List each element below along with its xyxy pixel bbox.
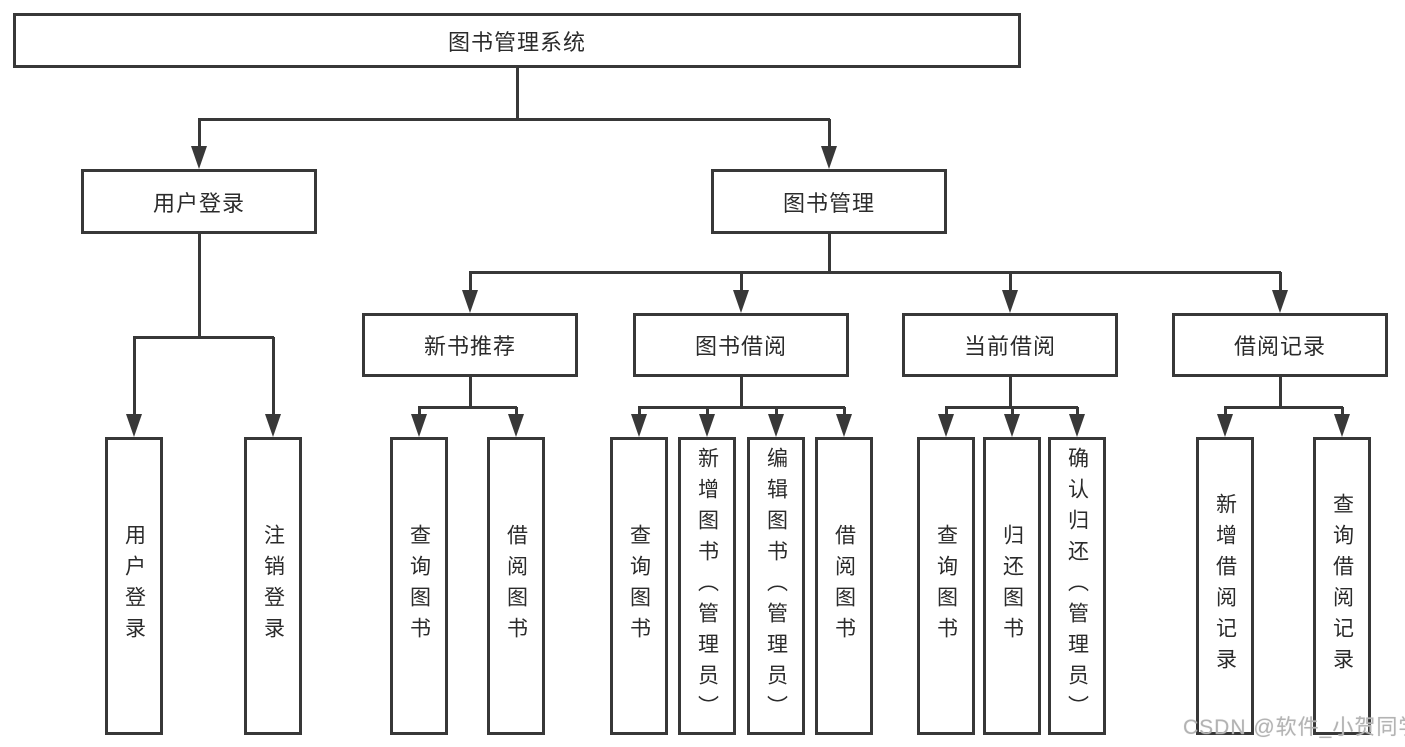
node-book-management: 图书管理 [711, 169, 947, 234]
node-library-management-system: 图书管理系统 [13, 13, 1021, 68]
node-label: 借阅记录 [1233, 334, 1326, 359]
node-label: 归还图书 [1000, 524, 1024, 648]
connector-line [133, 337, 136, 415]
connector-line [1341, 407, 1344, 415]
arrow-down-icon [126, 414, 142, 437]
node-leaf-borrow-books-1: 借阅图书 [487, 437, 545, 735]
node-leaf-query-books-1: 查询图书 [390, 437, 448, 735]
connector-line [1076, 407, 1079, 415]
node-label: 用户登录 [122, 524, 146, 648]
connector-line [418, 406, 517, 409]
arrow-down-icon [1334, 414, 1350, 437]
arrow-down-icon [508, 414, 524, 437]
connector-line [828, 234, 831, 274]
connector-line [775, 407, 778, 415]
connector-line [638, 407, 641, 415]
node-leaf-borrow-books-2: 借阅图书 [815, 437, 873, 735]
connector-line [133, 336, 274, 339]
connector-line [1279, 272, 1282, 291]
node-user-login: 用户登录 [81, 169, 317, 234]
node-leaf-query-borrow-record: 查询借阅记录 [1313, 437, 1371, 735]
connector-line [706, 407, 709, 415]
connector-line [1279, 377, 1282, 409]
node-label: 用户登录 [152, 190, 245, 216]
connector-line [516, 68, 519, 119]
arrow-down-icon [768, 414, 784, 437]
arrow-down-icon [191, 146, 207, 169]
node-label: 查询图书 [934, 524, 958, 648]
connector-line [1009, 272, 1012, 291]
node-label: 注销登录 [261, 524, 285, 648]
node-leaf-query-books-3: 查询图书 [917, 437, 975, 735]
node-book-borrowing: 图书借阅 [633, 313, 849, 377]
node-leaf-add-book-admin: 新增图书（管理员） [678, 437, 736, 735]
csdn-watermark: CSDN @软件_小贺同学 [1183, 716, 1405, 739]
arrow-down-icon [1002, 290, 1018, 313]
arrow-down-icon [733, 290, 749, 313]
connector-line [469, 272, 472, 291]
node-leaf-logout: 注销登录 [244, 437, 302, 735]
connector-line [198, 234, 201, 339]
arrow-down-icon [631, 414, 647, 437]
arrow-down-icon [462, 290, 478, 313]
node-label: 查询图书 [407, 524, 431, 648]
node-label: 编辑图书（管理员） [764, 446, 788, 726]
connector-line [198, 119, 201, 147]
connector-line [1009, 377, 1012, 409]
arrow-down-icon [836, 414, 852, 437]
node-new-book-recommend: 新书推荐 [362, 313, 578, 377]
connector-line [515, 407, 518, 415]
arrow-down-icon [699, 414, 715, 437]
arrow-down-icon [821, 146, 837, 169]
node-label: 图书管理系统 [447, 29, 586, 55]
connector-line [740, 272, 743, 291]
node-label: 新增图书（管理员） [695, 446, 719, 726]
node-label: 新增借阅记录 [1213, 493, 1237, 679]
node-leaf-user-login: 用户登录 [105, 437, 163, 735]
connector-line [272, 337, 275, 415]
arrow-down-icon [1272, 290, 1288, 313]
node-label: 查询借阅记录 [1330, 493, 1354, 679]
node-leaf-add-borrow-record: 新增借阅记录 [1196, 437, 1254, 735]
node-leaf-edit-book-admin: 编辑图书（管理员） [747, 437, 805, 735]
arrow-down-icon [411, 414, 427, 437]
connector-line [828, 119, 831, 147]
node-label: 图书管理 [782, 190, 875, 216]
node-current-borrowing: 当前借阅 [902, 313, 1118, 377]
node-leaf-query-books-2: 查询图书 [610, 437, 668, 735]
node-borrowing-records: 借阅记录 [1172, 313, 1388, 377]
connector-line [740, 377, 743, 409]
connector-line [469, 377, 472, 409]
arrow-down-icon [1004, 414, 1020, 437]
node-leaf-return-book: 归还图书 [983, 437, 1041, 735]
node-label: 借阅图书 [504, 524, 528, 648]
node-label: 新书推荐 [423, 334, 516, 359]
connector-line [945, 406, 1078, 409]
connector-line [638, 406, 845, 409]
node-label: 确认归还（管理员） [1065, 446, 1089, 726]
node-leaf-confirm-return-admin: 确认归还（管理员） [1048, 437, 1106, 735]
connector-line [1224, 407, 1227, 415]
node-label: 图书借阅 [694, 334, 787, 359]
node-label: 查询图书 [627, 524, 651, 648]
arrow-down-icon [1217, 414, 1233, 437]
arrow-down-icon [938, 414, 954, 437]
connector-line [843, 407, 846, 415]
arrow-down-icon [1069, 414, 1085, 437]
connector-line [198, 118, 830, 121]
connector-line [945, 407, 948, 415]
node-label: 借阅图书 [832, 524, 856, 648]
arrow-down-icon [265, 414, 281, 437]
connector-line [1224, 406, 1343, 409]
node-label: 当前借阅 [963, 334, 1056, 359]
connector-line [1011, 407, 1014, 415]
connector-line [469, 271, 1281, 274]
connector-line [418, 407, 421, 415]
